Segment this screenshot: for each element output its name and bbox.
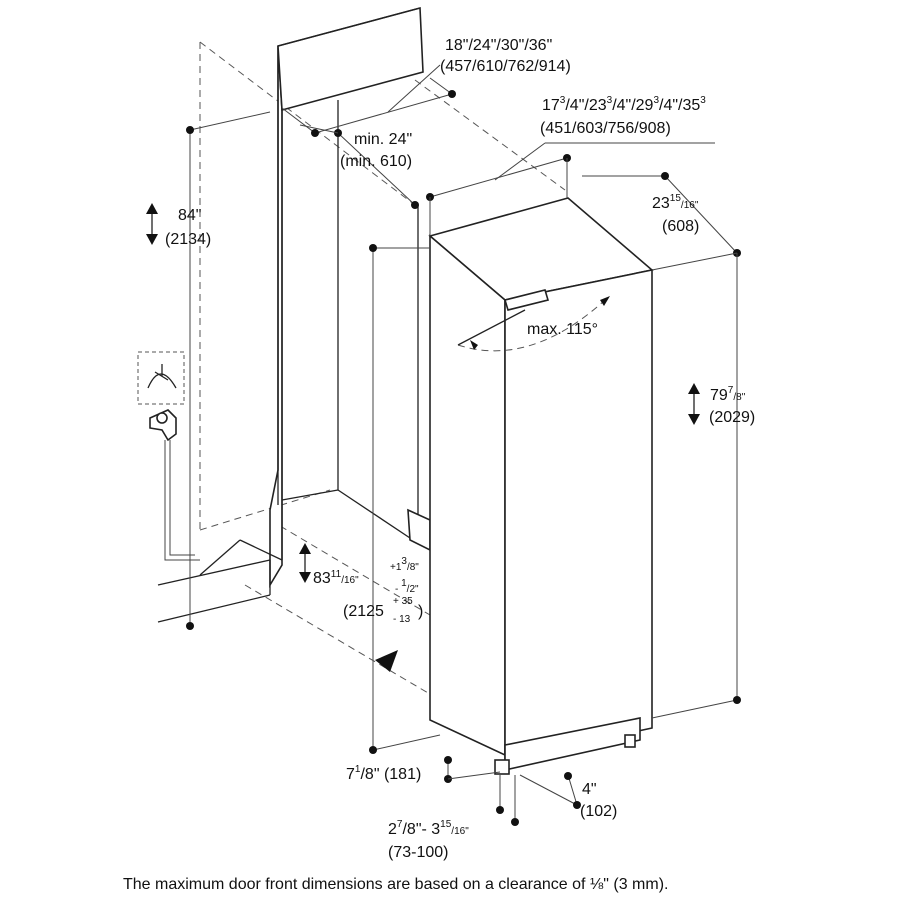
opening-tol-minus-label: - 1/2" bbox=[395, 578, 419, 595]
door-angle-label: max. 115° bbox=[527, 321, 598, 338]
appliance-width-mm-label: (451/603/756/908) bbox=[540, 120, 671, 137]
niche-plinth bbox=[407, 508, 431, 552]
min-depth-in-label: min. 24" bbox=[354, 131, 412, 148]
niche-width-in-label: 18"/24"/30"/36" bbox=[445, 37, 552, 54]
opening-height-mm-close-label: ) bbox=[418, 603, 423, 620]
opening-height-in-label: 8311/16" bbox=[313, 569, 359, 587]
depth-mm-label: (608) bbox=[662, 218, 699, 235]
niche-height-mm-label: (2134) bbox=[165, 231, 211, 248]
pull-out-arrow-icon bbox=[375, 650, 398, 672]
opening-height-mm-minus-label: - 13 bbox=[393, 614, 411, 625]
water-supply-icon bbox=[149, 409, 200, 561]
depth-in-label: 2315/16" bbox=[652, 193, 699, 212]
door-swing-arrow-icon bbox=[457, 296, 610, 352]
opening-height-mm-plus-label: + 35 bbox=[393, 596, 413, 607]
appliance-body bbox=[428, 197, 654, 775]
min-depth-mm-label: (min. 610) bbox=[340, 153, 412, 170]
toekick-depth-in-label: 4" bbox=[582, 781, 597, 798]
kick-range-in-label: 27/8"- 315/16" bbox=[388, 819, 469, 838]
floor-base bbox=[157, 539, 283, 623]
kick-range-mm-label: (73-100) bbox=[388, 844, 448, 861]
niche-outline bbox=[199, 41, 566, 701]
opening-height-mm-label: (2125 bbox=[343, 603, 384, 620]
dimension-lines bbox=[186, 64, 741, 826]
toekick-depth-mm-label: (102) bbox=[580, 803, 617, 820]
top-filler-panel bbox=[277, 6, 424, 112]
niche-height-in-label: 84" bbox=[178, 207, 201, 224]
height-arrow-icon bbox=[146, 203, 700, 583]
opening-tol-plus-label: +13/8" bbox=[390, 556, 419, 573]
niche-width-mm-label: (457/610/762/914) bbox=[440, 58, 571, 75]
dimension-labels: 18"/24"/30"/36" (457/610/762/914) 173/4"… bbox=[165, 37, 755, 861]
toe-height-label: 71/8" (181) bbox=[346, 764, 421, 783]
appliance-width-in-label: 173/4"/233/4"/293/4"/353 bbox=[542, 95, 706, 114]
electrical-outlet-icon bbox=[137, 351, 185, 405]
caption-note: The maximum door front dimensions are ba… bbox=[123, 876, 668, 893]
appliance-height-mm-label: (2029) bbox=[709, 409, 755, 426]
side-panel bbox=[269, 45, 414, 588]
appliance-height-in-label: 797/8" bbox=[710, 385, 746, 404]
